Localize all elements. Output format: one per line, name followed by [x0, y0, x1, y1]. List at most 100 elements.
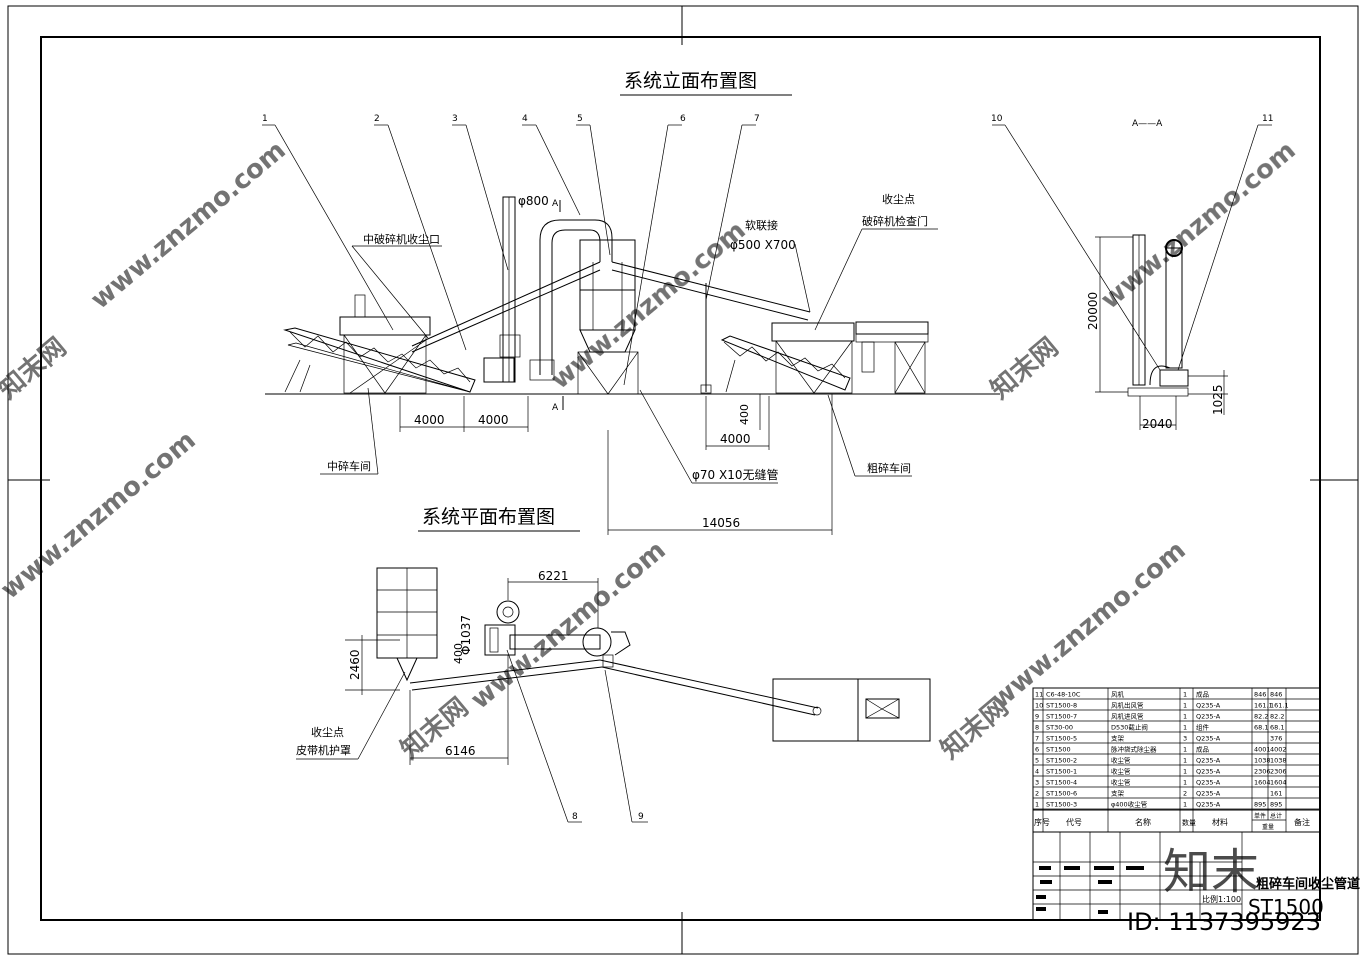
- bom-cell-name: 支架: [1111, 789, 1125, 798]
- bom-cell-code: ST1500-3: [1046, 801, 1077, 809]
- label-dia-800: φ800: [518, 194, 549, 208]
- bom-cell-name: 收尘管: [1111, 778, 1131, 787]
- dim-14056: 14056: [702, 516, 740, 530]
- logo-watermark: 知末: [1163, 844, 1259, 900]
- plan-coarse-crush: [772, 678, 931, 742]
- bom-header-w1: 单件: [1254, 812, 1266, 820]
- bom-cell-qty: 1: [1183, 702, 1187, 710]
- bom-cell-w2: 82.2: [1270, 713, 1284, 721]
- scale-text: 比例1:100: [1202, 894, 1241, 904]
- label-belt-cover: 皮带机护罩: [296, 743, 351, 757]
- label-soft-joint: 软联接: [745, 218, 778, 232]
- watermark-brand-2: 知末网: [985, 332, 1064, 405]
- bom-cell-name: 收尘管: [1111, 767, 1131, 776]
- bom-cell-mat: Q235-A: [1196, 702, 1221, 710]
- bom-cell-name: 收尘管: [1111, 756, 1131, 765]
- elevation-dims: [399, 394, 833, 535]
- bom-cell-w2: 2306: [1270, 768, 1287, 776]
- watermark-site-4: www.znzmo.com: [0, 425, 202, 605]
- callout-1: 1: [262, 114, 268, 124]
- bom-header-no: 序号: [1034, 817, 1050, 827]
- label-mid-crush-workshop: 中碎车间: [327, 459, 371, 473]
- callout-2: 2: [374, 114, 380, 124]
- bom-cell-w1: 4001: [1254, 746, 1271, 754]
- dim-4000-b: 4000: [478, 413, 509, 427]
- callout-4: 4: [522, 114, 528, 124]
- bom-cell-code: ST1500-8: [1046, 702, 1077, 710]
- plan-belt-cover: [376, 567, 438, 682]
- bom-cell-w2: 161.1: [1270, 702, 1289, 710]
- plan-title: 系统平面布置图: [422, 506, 555, 528]
- dim-plan-v2: 400: [452, 643, 465, 664]
- bom-cell-qty: 1: [1183, 757, 1187, 765]
- dim-20000: 20000: [1086, 292, 1100, 330]
- bom-cell-name: 支架: [1111, 734, 1125, 743]
- drawing-number: ST1500: [1248, 895, 1324, 919]
- bom-cell-name: D530截止阀: [1111, 723, 1148, 732]
- bom-cell-qty: 1: [1183, 779, 1187, 787]
- callout-5: 5: [577, 114, 583, 124]
- section-mark-top: A: [552, 199, 559, 209]
- bom-cell-mat: 成品: [1196, 690, 1209, 699]
- bom-cell-no: 6: [1035, 746, 1039, 754]
- mid-crush-building: [339, 294, 431, 394]
- elevation-title: 系统立面布置图: [624, 70, 757, 92]
- dim-6221: 6221: [538, 569, 569, 583]
- bom-cell-mat: Q235-A: [1196, 768, 1221, 776]
- bom-cell-w2: 68.1: [1270, 724, 1284, 732]
- dim-plan-v: Φ1037: [459, 615, 473, 655]
- bom-cell-mat: Q235-A: [1196, 735, 1221, 743]
- bom-cell-mat: Q235-A: [1196, 801, 1221, 809]
- bom-cell-qty: 1: [1183, 713, 1187, 721]
- title-block: [1032, 831, 1321, 921]
- bom-cell-qty: 1: [1183, 768, 1187, 776]
- callout-11: 11: [1262, 114, 1273, 124]
- bom-header-name: 名称: [1135, 817, 1151, 827]
- bom-cell-qty: 2: [1183, 790, 1187, 798]
- bom-cell-qty: 1: [1183, 746, 1187, 754]
- inner-frame: [40, 36, 1321, 921]
- bom-cell-code: ST1500-7: [1046, 713, 1077, 721]
- bom-cell-w2: 1038: [1270, 757, 1287, 765]
- bom-cell-code: ST1500-4: [1046, 779, 1077, 787]
- bom-cell-w2: 4002: [1270, 746, 1287, 754]
- bom-cell-code: ST1500: [1046, 746, 1071, 754]
- label-coarse-crush-workshop: 粗碎车间: [867, 461, 911, 475]
- id-watermark: ID: 1137395923: [1127, 908, 1321, 936]
- coarse-crush-conveyor: [720, 335, 851, 393]
- label-crusher-door: 破碎机检查门: [862, 214, 928, 228]
- bom-cell-w1: 161.1: [1254, 702, 1273, 710]
- bom-cell-w2: 846: [1270, 691, 1282, 699]
- mid-crush-conveyor: [283, 327, 476, 393]
- bom-cell-name: 风机出风管: [1111, 701, 1144, 710]
- label-soft-joint-size: φ500 X700: [730, 238, 796, 252]
- bom-header-qty: 数量: [1182, 818, 1196, 827]
- bom-cell-code: C6-48-10C: [1046, 691, 1081, 699]
- drawing-name: 粗碎车间收尘管道: [1256, 876, 1360, 892]
- bom-cell-no: 7: [1035, 735, 1039, 743]
- bom-cell-mat: 组件: [1196, 723, 1210, 732]
- plan-duct: [409, 600, 822, 716]
- label-belt-dust-point: 收尘点: [311, 725, 344, 739]
- bom-cell-qty: 1: [1183, 801, 1187, 809]
- bom-cell-w1: 1038: [1254, 757, 1271, 765]
- bom-cell-w1: 846: [1254, 691, 1266, 699]
- bom-cell-w2: 161: [1270, 790, 1282, 798]
- bom-header-w2: 总计: [1270, 812, 1282, 820]
- bom-cell-mat: Q235-A: [1196, 713, 1221, 721]
- dim-2460: 2460: [348, 649, 362, 680]
- callout-10: 10: [991, 114, 1003, 124]
- bom-cell-mat: Q235-A: [1196, 757, 1221, 765]
- bom-cell-no: 5: [1035, 757, 1039, 765]
- bom-cell-code: ST1500-1: [1046, 768, 1077, 776]
- section-label: A——A: [1132, 119, 1163, 129]
- label-pipe-spec: φ70 X10无缝管: [692, 467, 779, 482]
- bom-cell-w1: 895: [1254, 801, 1266, 809]
- bom-cell-no: 4: [1035, 768, 1039, 776]
- watermark-brand-4: 知末网: [935, 692, 1014, 765]
- collector-duct: [529, 219, 613, 381]
- label-mid-crush-inlet: 中破碎机收尘口: [363, 232, 440, 246]
- callout-leaders: [262, 124, 756, 386]
- exhaust-stack: [483, 196, 521, 383]
